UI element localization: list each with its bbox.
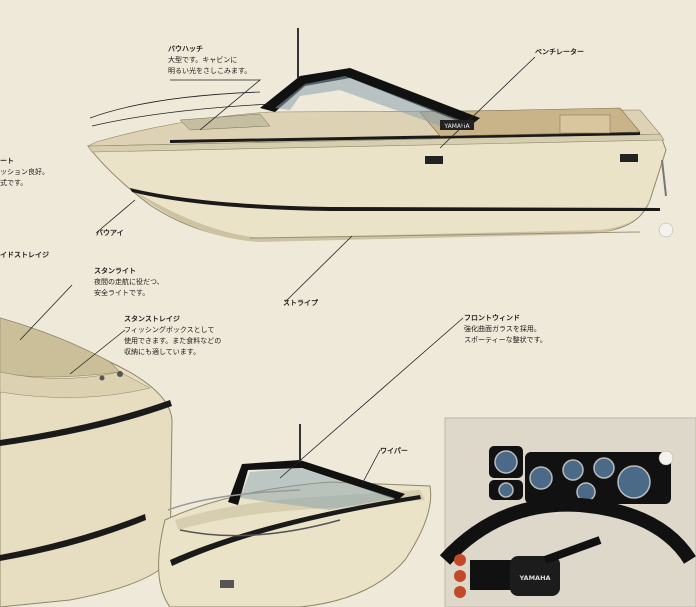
bow-hatch-label: バウハッチ 大型です。キャビンに 明るい光をさしこみます。	[168, 44, 251, 77]
bow-hatch-title: バウハッチ	[168, 45, 203, 53]
stern-light-title: スタンライト	[94, 267, 136, 275]
stern-light-desc-2: 安全ライトです。	[94, 289, 150, 297]
seat-label: ート ッション良好。 式です。	[0, 156, 49, 189]
bow-hatch-desc-2: 明るい光をさしこみます。	[168, 67, 252, 75]
bow-hatch-desc-1: 大型です。キャビンに	[168, 56, 238, 64]
bow-eye-title: バウアイ	[96, 229, 124, 237]
ventilator-title: ベンチレーター	[535, 48, 584, 56]
leader-lines	[19, 56, 536, 485]
bow-eye-label: バウアイ	[96, 228, 124, 239]
left-boat-fragment	[0, 317, 173, 607]
hull-badge: YAMAHA	[443, 123, 470, 130]
stern-storage-label: スタンストレイジ フィッシングボックスとして 使用できます。また食料などの 収納…	[124, 314, 221, 358]
side-storage-title: イドストレイジ	[0, 251, 49, 259]
front-window-desc-2: スポーティーな整状です。	[464, 336, 547, 344]
stern-light-desc-1: 夜間の走航に役だつ、	[94, 278, 164, 286]
seat-desc-1: ッション良好。	[0, 168, 49, 176]
stern-storage-desc-1: フィッシングボックスとして	[124, 326, 215, 334]
stripe-title: ストライプ	[283, 299, 318, 307]
front-window-label: フロントウィンド 強化曲面ガラスを採用。 スポーティーな整状です。	[464, 313, 547, 346]
stern-light-label: スタンライト 夜間の走航に役だつ、 安全ライトです。	[94, 266, 164, 299]
front-window-title: フロントウィンド	[464, 314, 520, 322]
stripe-label: ストライプ	[283, 298, 318, 309]
top-boat: YAMAHA	[87, 28, 674, 242]
stern-storage-desc-2: 使用できます。また食料などの	[124, 337, 222, 345]
stern-storage-title: スタンストレイジ	[124, 315, 180, 323]
front-window-desc-1: 強化曲面ガラスを採用。	[464, 325, 541, 333]
bottom-boat	[158, 424, 432, 607]
dashboard-inset: YAMAHA	[439, 417, 696, 607]
seat-title: ート	[0, 157, 14, 165]
wiper-title: ワイパー	[380, 447, 408, 455]
wiper-label: ワイパー	[380, 446, 408, 457]
seat-desc-2: 式です。	[0, 179, 28, 187]
ventilator-label: ベンチレーター	[535, 47, 584, 58]
side-storage-label: イドストレイジ	[0, 250, 49, 261]
wheel-badge: YAMAHA	[518, 574, 550, 582]
stern-storage-desc-3: 収納にも適しています。	[124, 348, 201, 356]
